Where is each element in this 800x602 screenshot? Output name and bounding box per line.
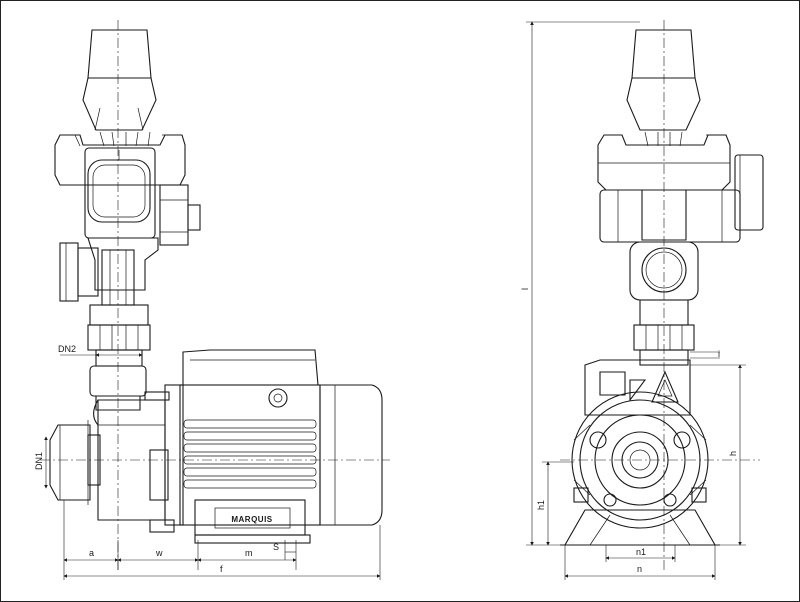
shaft — [621, 441, 659, 479]
bolt-4 — [663, 493, 677, 507]
cooling-fins — [183, 419, 317, 489]
front-view: i l h — [520, 20, 764, 580]
label-m: m — [245, 548, 253, 558]
bolt-2 — [673, 431, 691, 449]
label-w: w — [155, 548, 163, 558]
label-n1: n1 — [636, 547, 646, 557]
bolt-3 — [603, 493, 617, 507]
label-l: l — [520, 288, 530, 290]
fan-cover — [319, 384, 383, 526]
label-s: S — [273, 542, 279, 552]
bolt-1 — [589, 431, 607, 449]
motor-housing — [179, 384, 321, 526]
label-dn1: DN1 — [34, 452, 44, 470]
label-n: n — [637, 564, 642, 574]
inlet-dn1 — [49, 424, 91, 501]
side-view: MARQUIS DN2 DN1 a w m S f — [34, 20, 390, 580]
motor-end-circle — [571, 391, 709, 529]
controller-body — [54, 134, 186, 186]
front-controller-cap — [631, 29, 696, 79]
screw — [268, 388, 288, 408]
gauge-opening — [87, 159, 151, 223]
brand-nameplate: MARQUIS — [231, 515, 272, 524]
terminal-box — [182, 349, 319, 386]
controller-cap — [87, 29, 152, 79]
front-controller-body — [597, 134, 731, 191]
label-h: h — [728, 451, 738, 456]
brand-triangle-logo — [651, 370, 679, 403]
label-i: i — [718, 349, 720, 359]
label-dn2: DN2 — [58, 344, 76, 354]
front-outlet — [641, 247, 687, 293]
label-a: a — [89, 548, 94, 558]
label-f: f — [220, 564, 223, 574]
label-h1: h1 — [536, 500, 546, 510]
